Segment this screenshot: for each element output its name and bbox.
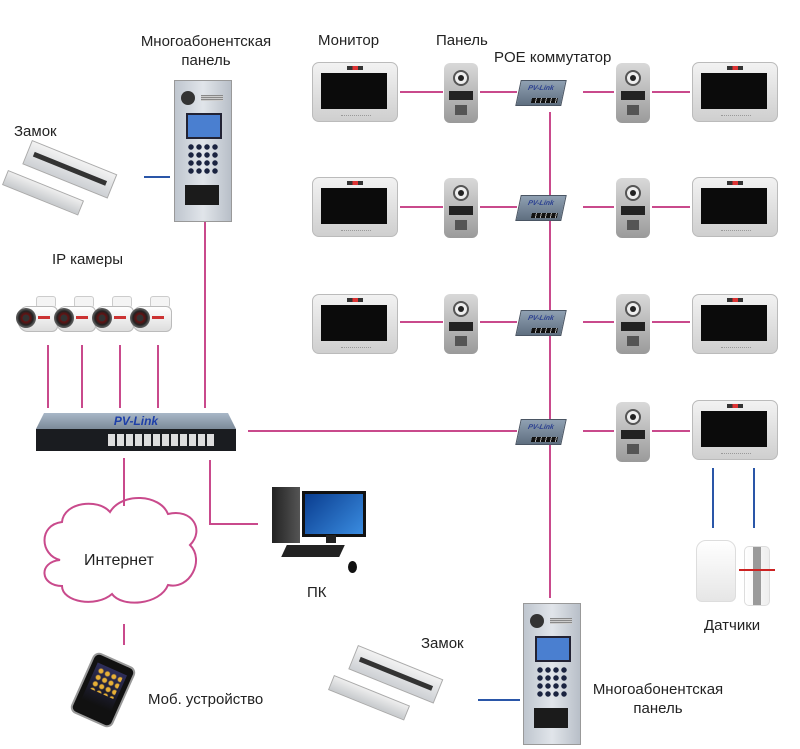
monitor-row2-right (692, 177, 778, 237)
door-panel-row3-right (616, 294, 650, 354)
ip-cameras-label: IP камеры (52, 251, 124, 268)
internet-label: Интернет (84, 552, 154, 569)
lock-label-top: Замок (14, 123, 57, 140)
label-line-1: Многоабонентская (140, 33, 272, 50)
motion-sensor (696, 540, 736, 602)
switch-brand-label: PV-Link (113, 414, 159, 428)
door-panel-row1-left (444, 63, 478, 123)
door-sensor (739, 546, 775, 606)
label-line-1: Многоабонентская (592, 681, 724, 698)
sensors-label: Датчики (704, 617, 761, 634)
ip-camera-1 (16, 296, 58, 332)
internet-cloud (43, 497, 198, 604)
multi-panel-label-bottom: Многоабонентская панель (588, 680, 728, 718)
door-panel-row4-right (616, 402, 650, 462)
switch-brand-label: PV-Link (527, 200, 555, 207)
door-panel-row1-right (616, 63, 650, 123)
door-panel-row2-right (616, 178, 650, 238)
main-poe-switch: PV-Link (36, 413, 236, 453)
magnetic-lock-top (2, 140, 118, 216)
poe-switch-label: POE коммутатор (494, 49, 612, 66)
door-panel-row3-left (444, 294, 478, 354)
switch-brand-label: PV-Link (527, 315, 555, 322)
poe-switch-row3: PV-Link (515, 310, 567, 336)
label-line-2: панель (181, 52, 231, 69)
monitor-row3-right (692, 294, 778, 354)
monitor-row2-left (312, 177, 398, 237)
mobile-device (68, 650, 138, 730)
monitor-row3-left (312, 294, 398, 354)
link-switch-pc (209, 460, 258, 525)
multi-subscriber-panel-bottom (523, 603, 581, 745)
door-panel-row2-left (444, 178, 478, 238)
poe-switch-row4: PV-Link (515, 419, 567, 445)
pc-computer (268, 483, 368, 575)
poe-switch-row2: PV-Link (515, 195, 567, 221)
monitor-row4-right (692, 400, 778, 460)
monitor-row1-right (692, 62, 778, 122)
switch-brand-label: PV-Link (527, 85, 555, 92)
lock-label-bottom: Замок (421, 635, 464, 652)
poe-switch-row1: PV-Link (515, 80, 567, 106)
ip-camera-4 (130, 296, 172, 332)
monitor-label: Монитор (318, 32, 380, 49)
pc-label: ПК (307, 584, 327, 601)
ip-camera-3 (92, 296, 134, 332)
panel-label: Панель (436, 32, 488, 49)
switch-brand-label: PV-Link (527, 424, 555, 431)
magnetic-lock-bottom (328, 645, 444, 721)
label-line-2: панель (633, 700, 683, 717)
monitor-row1-left (312, 62, 398, 122)
multi-subscriber-panel-top (174, 80, 232, 222)
multi-panel-label-top: Многоабонентская панель (136, 32, 276, 70)
ip-camera-2 (54, 296, 96, 332)
mobile-label: Моб. устройство (148, 691, 264, 708)
